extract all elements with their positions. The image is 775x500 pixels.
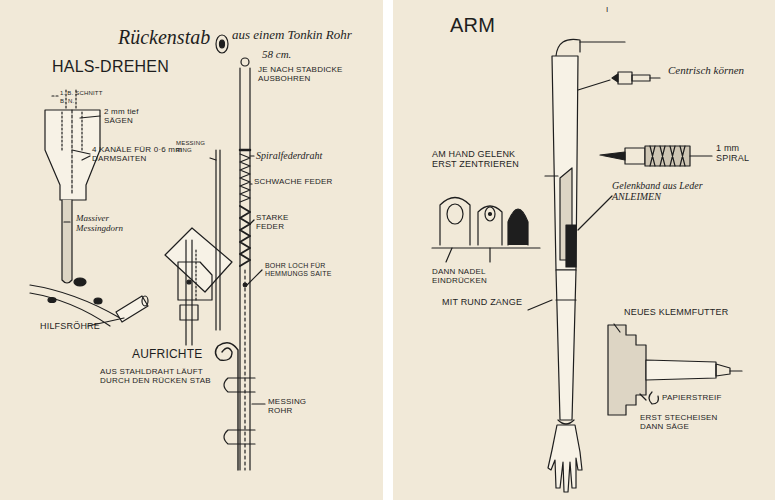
- part-label: NEUES KLEMMFUTTER: [624, 308, 728, 318]
- part-label: I: [606, 6, 608, 15]
- part-label: Spiralfederdraht: [256, 150, 322, 161]
- part-label: B. N.: [60, 98, 74, 105]
- part-label: Massiver Messingdorn: [76, 214, 134, 234]
- part-label: 1. B. SCHNITT: [60, 90, 103, 97]
- part-label: 2 mm tief SÄGEN: [104, 108, 156, 126]
- part-label: AUFRICHTE: [132, 348, 202, 361]
- part-label: ARM: [450, 14, 495, 36]
- part-label: HILFSRÖHRE: [40, 322, 100, 332]
- part-label: aus einem Tonkin Rohr: [232, 28, 352, 42]
- part-label: MIT RUND ZANGE: [442, 298, 528, 308]
- part-label: STARKE FEDER: [256, 214, 316, 232]
- part-label: PAPIERSTREIF: [662, 394, 722, 403]
- part-label: 58 cm.: [262, 48, 291, 60]
- part-label: DANN NADEL EINDRÜCKEN: [432, 268, 512, 286]
- part-label: SCHWACHE FEDER: [254, 178, 334, 187]
- part-label: Centrisch körnen: [668, 64, 758, 76]
- part-label: MESSING RING: [176, 140, 210, 153]
- part-label: Gelenkband aus Leder ANLEIMEN: [612, 180, 732, 202]
- part-label: HALS-DREHEN: [52, 58, 169, 76]
- part-label: 1 mm SPIRAL: [716, 144, 766, 164]
- part-label: BOHR LOCH FÜR HEMMUNGS SAITE: [265, 262, 335, 277]
- part-label: AUS STAHLDRAHT LÄUFT DURCH DEN RÜCKEN ST…: [100, 368, 220, 386]
- part-label: JE NACH STABDICKE AUSBOHREN: [258, 66, 348, 84]
- part-label: MESSING ROHR: [268, 398, 328, 416]
- part-label: ERST STECHEISEN DANN SÄGE: [640, 414, 740, 432]
- part-label: AM HAND GELENK ERST ZENTRIEREN: [432, 150, 542, 170]
- part-label: Rückenstab: [118, 26, 210, 48]
